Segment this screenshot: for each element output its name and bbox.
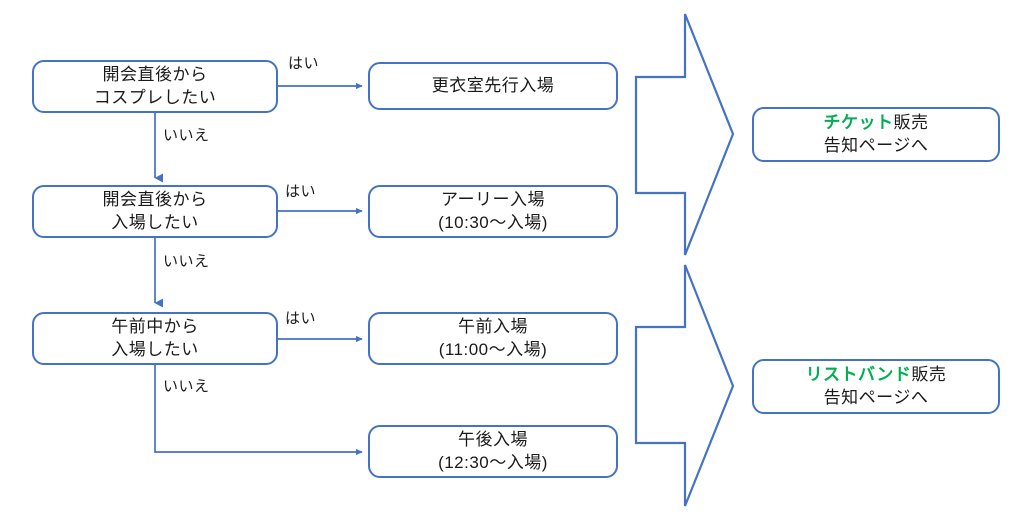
decision-q1-line1: 開会直後から	[102, 65, 208, 85]
decision-node-q1[interactable]: 開会直後から コスプレしたい	[32, 60, 278, 113]
destination-wristband-line2: 告知ページへ	[823, 387, 929, 407]
outcome-o3-line2: (11:00〜入場)	[438, 339, 548, 359]
destination-node-ticket[interactable]: チケット販売 告知ページへ	[752, 107, 1000, 162]
edge-label-q1-yes: はい	[288, 55, 320, 72]
outcome-node-o4[interactable]: 午後入場 (12:30〜入場)	[368, 425, 618, 478]
decision-q1-line2: コスプレしたい	[93, 87, 217, 107]
outcome-node-o3[interactable]: 午前入場 (11:00〜入場)	[368, 312, 618, 365]
destination-wristband-line1: リストバンド販売	[806, 364, 947, 386]
outcome-node-o2[interactable]: アーリー入場 (10:30〜入場)	[368, 185, 618, 238]
decision-node-q3[interactable]: 午前中から 入場したい	[32, 312, 278, 365]
destination-ticket-rest: 販売	[893, 113, 929, 133]
destination-ticket-accent: チケット	[823, 113, 894, 133]
edge-label-q2-yes: はい	[285, 183, 317, 200]
destination-wristband-rest: 販売	[911, 365, 947, 385]
outcome-o2-line1: アーリー入場	[441, 190, 545, 210]
outcome-node-o1[interactable]: 更衣室先行入場	[368, 62, 618, 110]
decision-q2-line2: 入場したい	[111, 212, 199, 232]
outcome-o4-line1: 午後入場	[458, 430, 528, 450]
destination-ticket-line2: 告知ページへ	[823, 135, 929, 155]
decision-q2-line1: 開会直後から	[102, 190, 208, 210]
big-arrow-to-ticket	[634, 13, 735, 256]
edge-label-q2-no: いいえ	[163, 253, 210, 270]
decision-q3-line1: 午前中から	[111, 317, 199, 337]
destination-wristband-accent: リストバンド	[805, 365, 912, 385]
destination-node-wristband[interactable]: リストバンド販売 告知ページへ	[752, 359, 1000, 414]
decision-q3-line2: 入場したい	[111, 339, 199, 359]
destination-ticket-line1: チケット販売	[824, 112, 929, 134]
outcome-o3-line1: 午前入場	[458, 317, 528, 337]
edge-label-q3-yes: はい	[285, 310, 317, 327]
edge-label-q1-no: いいえ	[163, 127, 210, 144]
outcome-o2-line2: (10:30〜入場)	[438, 212, 548, 232]
outcome-o1-line1: 更衣室先行入場	[431, 75, 555, 95]
edge-label-q3-no: いいえ	[163, 378, 210, 395]
decision-node-q2[interactable]: 開会直後から 入場したい	[32, 185, 278, 238]
big-arrow-to-wristband	[634, 264, 735, 507]
outcome-o4-line2: (12:30〜入場)	[438, 452, 548, 472]
